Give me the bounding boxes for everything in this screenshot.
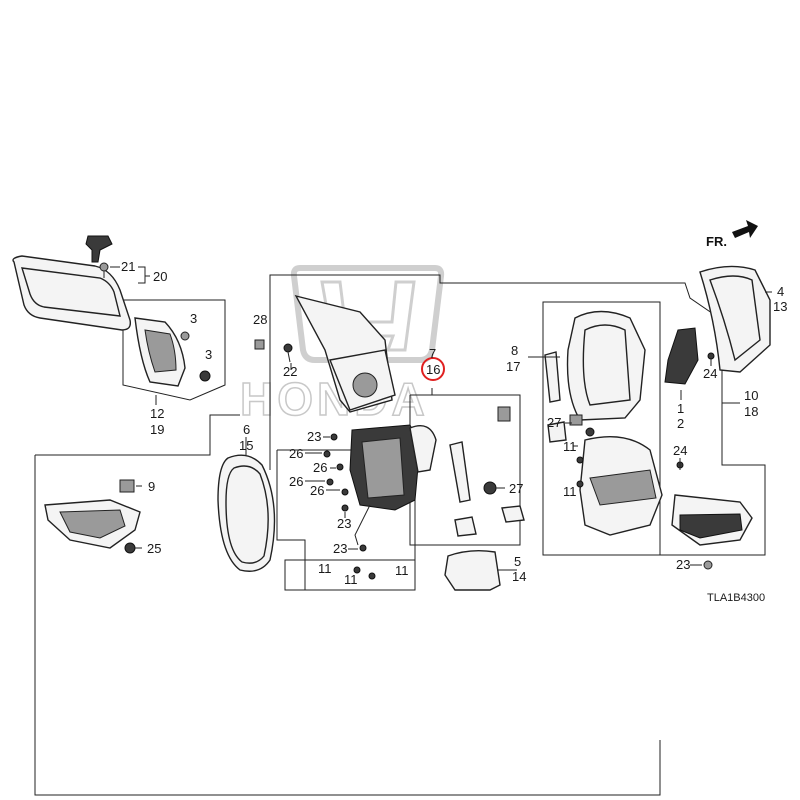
callout-11[interactable]: 11 — [318, 561, 332, 576]
callout-23[interactable]: 23 — [337, 516, 351, 531]
skull-cap — [699, 265, 771, 373]
callout-3[interactable]: 3 — [190, 311, 197, 326]
callout-8[interactable]: 8 — [511, 343, 518, 358]
lower-housing — [547, 414, 684, 536]
mirror-actuator — [349, 424, 437, 546]
callout-27[interactable]: 27 — [509, 481, 523, 496]
screw-3 — [180, 331, 211, 382]
side-turn-lamp — [664, 327, 699, 385]
callout-11[interactable]: 11 — [344, 572, 358, 587]
diagram-code: TLA1B4300 — [707, 592, 765, 604]
callout-19[interactable]: 19 — [150, 422, 164, 437]
callout-18[interactable]: 18 — [744, 404, 758, 419]
callout-27[interactable]: 27 — [547, 415, 561, 430]
direction-label: FR. — [706, 234, 727, 249]
mirror-base-assembly — [294, 294, 396, 413]
callout-14[interactable]: 14 — [512, 569, 526, 584]
callout-11[interactable]: 11 — [395, 563, 409, 578]
callout-25[interactable]: 25 — [147, 541, 161, 556]
callout-9[interactable]: 9 — [148, 479, 155, 494]
callout-10[interactable]: 10 — [744, 388, 758, 403]
callout-26[interactable]: 26 — [289, 474, 303, 489]
garnish-part — [134, 317, 186, 387]
callout-15[interactable]: 15 — [239, 438, 253, 453]
callout-23[interactable]: 23 — [333, 541, 347, 556]
callout-5[interactable]: 5 — [514, 554, 521, 569]
screw-22 — [283, 343, 293, 363]
callout-7[interactable]: 7 — [429, 346, 436, 361]
callout-26[interactable]: 26 — [289, 446, 303, 461]
callout-28[interactable]: 28 — [253, 312, 267, 327]
callout-20[interactable]: 20 — [153, 269, 167, 284]
lower-bracket — [44, 479, 141, 554]
mirror-glass — [217, 454, 276, 572]
callout-22[interactable]: 22 — [283, 364, 297, 379]
rearview-mirror — [12, 235, 132, 331]
screw-21 — [99, 262, 109, 278]
callout-23[interactable]: 23 — [676, 557, 690, 572]
callout-4[interactable]: 4 — [777, 284, 784, 299]
callout-3[interactable]: 3 — [205, 347, 212, 362]
mirror-housing-frame — [544, 310, 646, 421]
callout-12[interactable]: 12 — [150, 406, 164, 421]
callout-23[interactable]: 23 — [307, 429, 321, 444]
callout-24[interactable]: 24 — [673, 443, 687, 458]
callout-11[interactable]: 11 — [563, 439, 577, 454]
callout-17[interactable]: 17 — [506, 359, 520, 374]
callout-24[interactable]: 24 — [703, 366, 717, 381]
callout-6[interactable]: 6 — [243, 422, 250, 437]
callout-1[interactable]: 1 — [677, 401, 684, 416]
callout-21[interactable]: 21 — [121, 259, 135, 274]
callout-26[interactable]: 26 — [310, 483, 324, 498]
callout-2[interactable]: 2 — [677, 416, 684, 431]
forward-arrow-icon: FR. — [706, 220, 758, 249]
callout-26[interactable]: 26 — [313, 460, 327, 475]
screw-24 — [707, 352, 715, 366]
callout-16[interactable]: 16 — [426, 362, 440, 377]
lower-garnish — [671, 494, 753, 570]
callouts: 21 20 3 3 12 19 28 22 7 16 6 15 9 25 23 … — [121, 259, 787, 587]
screw-23-set — [323, 433, 376, 580]
callout-11[interactable]: 11 — [563, 484, 577, 499]
screw-11-set — [576, 456, 584, 488]
clip-28 — [254, 339, 265, 350]
lower-cover — [444, 549, 501, 591]
harness-tube — [449, 406, 525, 537]
callout-13[interactable]: 13 — [773, 299, 787, 314]
highlight-ring — [421, 357, 445, 381]
leader-lines — [110, 266, 772, 571]
